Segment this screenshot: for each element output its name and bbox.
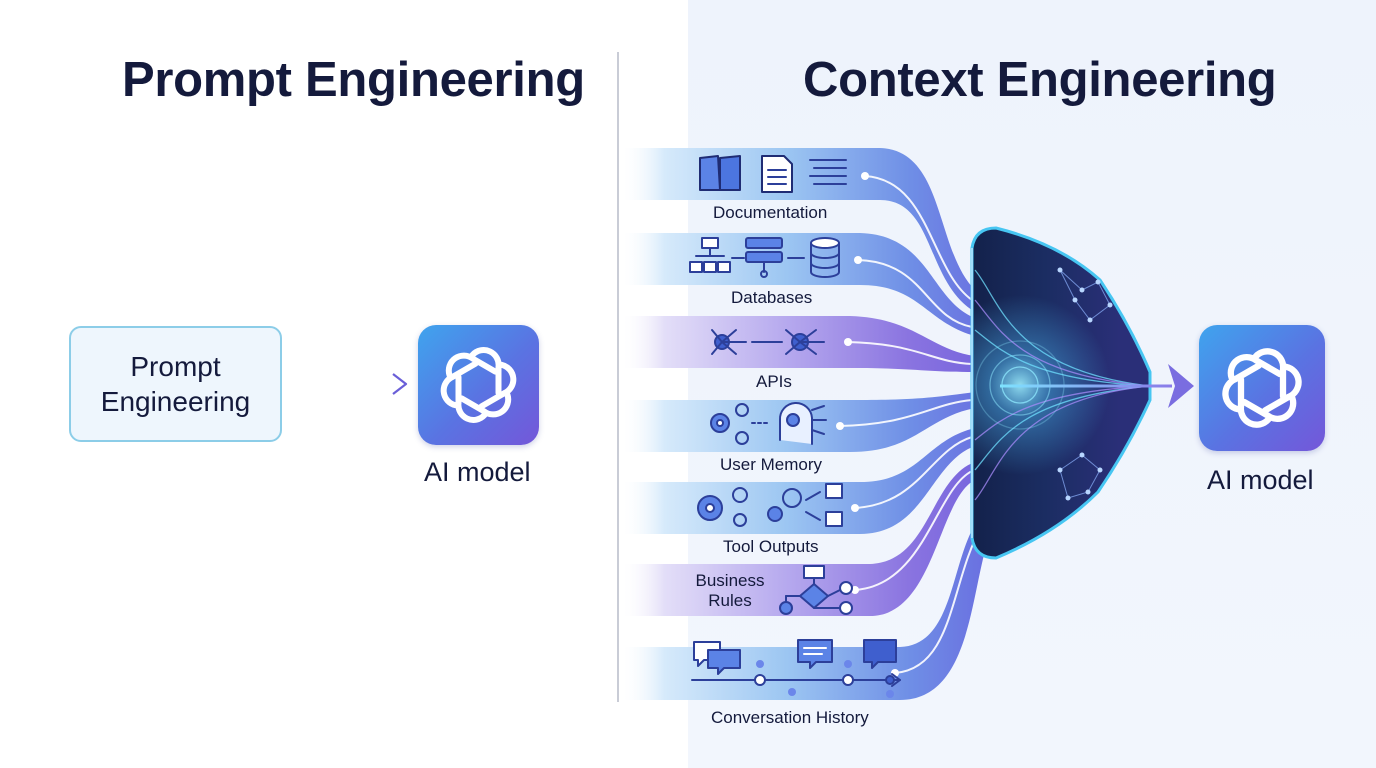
context-funnel — [970, 226, 1152, 560]
left-arrow-icon — [283, 373, 408, 395]
section-divider — [617, 52, 619, 702]
prompt-box-text: Prompt Engineering — [100, 351, 251, 417]
chat-bubbles-timeline-icon — [691, 639, 901, 687]
flow-line-dots — [836, 172, 899, 677]
source-label-databases: Databases — [731, 288, 813, 307]
flow-lines — [839, 175, 983, 674]
ai-model-tile-left — [418, 325, 539, 445]
source-label-conversation-history: Conversation History — [711, 708, 869, 727]
stream-databases — [625, 233, 975, 336]
gears-head-icon — [710, 402, 827, 445]
output-arrow-icon — [1000, 364, 1194, 408]
source-label-user-memory: User Memory — [720, 455, 823, 474]
source-label-apis: APIs — [756, 372, 792, 391]
source-label-tool-outputs: Tool Outputs — [723, 537, 819, 556]
ai-model-label-left: AI model — [424, 457, 531, 487]
prompt-engineering-title: Prompt Engineering — [122, 53, 585, 107]
openai-logo-icon — [440, 347, 517, 423]
source-label-documentation: Documentation — [713, 203, 828, 222]
ai-model-label-right: AI model — [1207, 465, 1314, 495]
flowchart-icon — [779, 565, 853, 615]
gears-terminal-icon — [697, 483, 843, 527]
openai-logo-icon — [1222, 348, 1302, 428]
stream-business-rules — [625, 462, 975, 616]
source-label-business-rules: Business Rules — [695, 571, 765, 610]
timeline-dots — [756, 660, 894, 698]
hierarchy-server-database-icon — [689, 237, 840, 278]
book-document-text-icon — [699, 155, 847, 193]
context-engineering-title: Context Engineering — [803, 53, 1277, 107]
prompt-engineering-box: Prompt Engineering — [69, 326, 282, 442]
api-nodes-icon — [711, 329, 825, 355]
ai-model-tile-right — [1199, 325, 1325, 451]
